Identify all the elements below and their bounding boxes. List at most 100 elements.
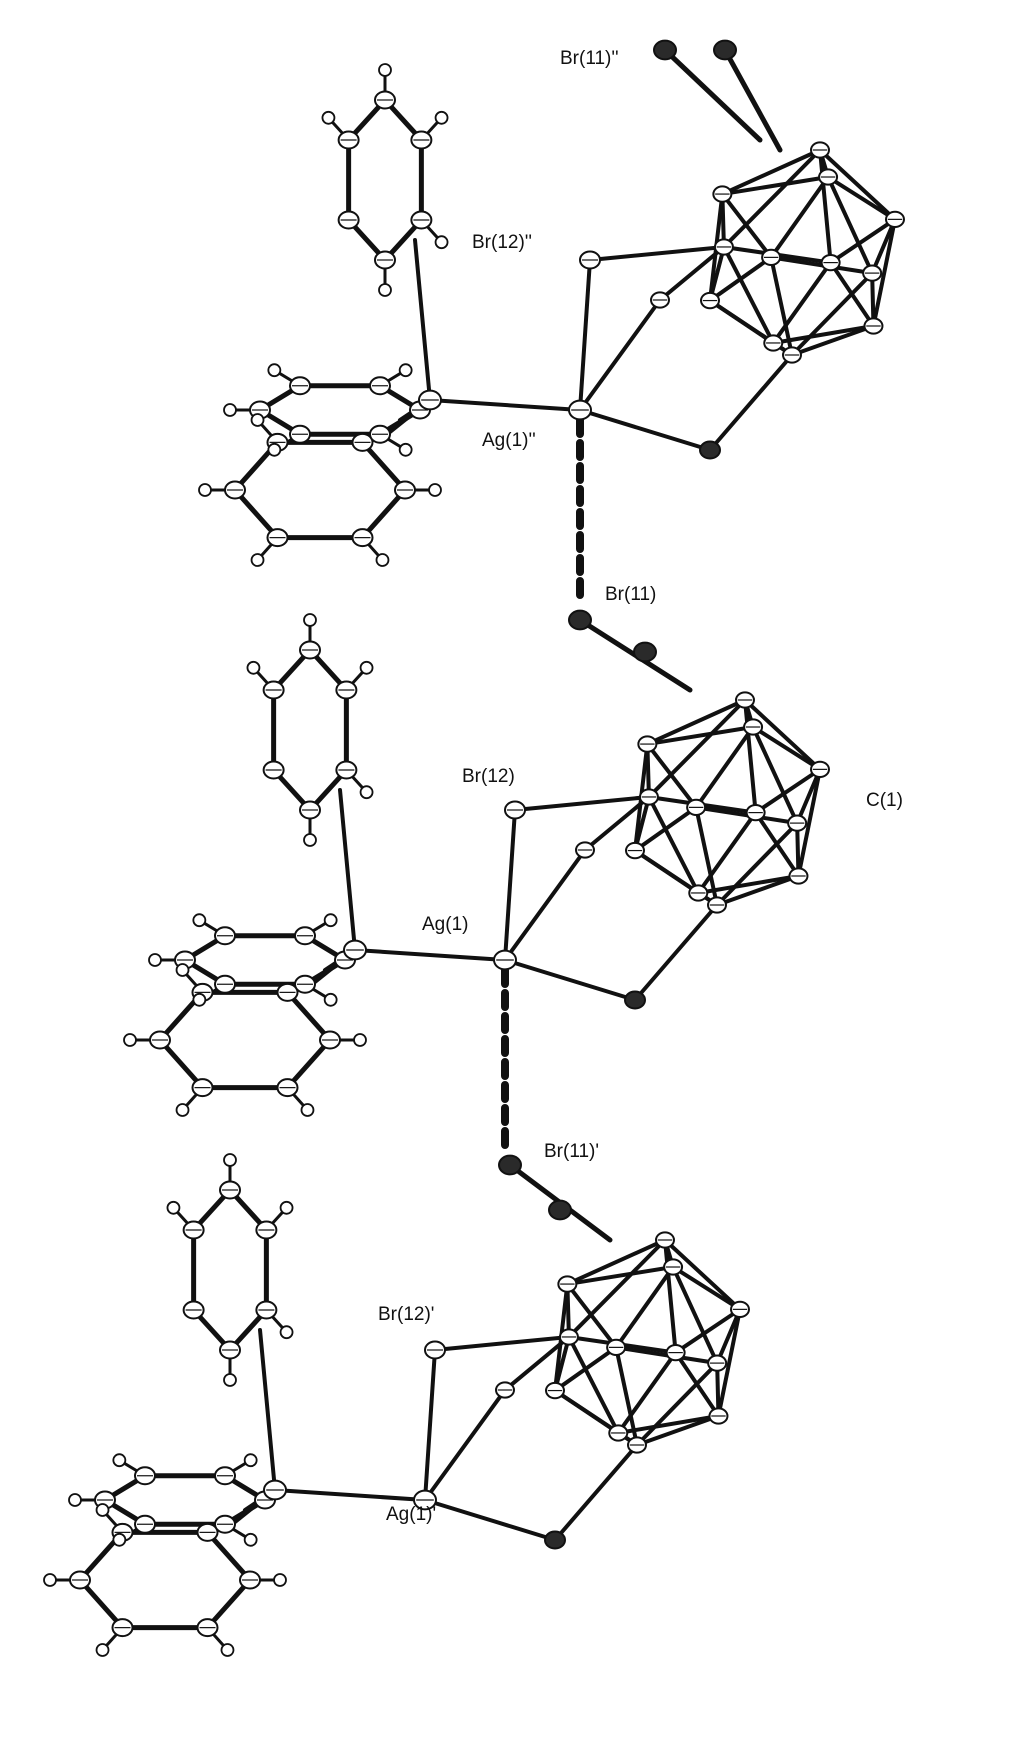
unit-top-cage-ur-0 [826, 175, 897, 222]
unit-bottom-ring1-hydrogen-2 [166, 1200, 181, 1215]
unit-top-cage-ur-1 [828, 217, 897, 265]
unit-top-ag-br12-bond [578, 258, 592, 412]
unit-middle-ag-b1-bond [503, 848, 587, 962]
unit-middle-ring2-hydrogen-2 [175, 1103, 190, 1117]
unit-top-cage-ur-4 [720, 175, 831, 197]
label-ag1-double-prime: Ag(1)'' [482, 430, 536, 451]
unit-bottom-ring2-hydrogen-4 [95, 1503, 110, 1517]
unit-top-cage-z1-1 [871, 217, 897, 328]
unit-top-ag-p-bond [428, 398, 582, 412]
unit-top-ring3-hydrogen-5 [398, 363, 413, 378]
unit-bottom-ag-b1-bond [423, 1388, 507, 1502]
unit-bottom-ring1-hydrogen-3 [223, 1153, 237, 1167]
unit-bottom-cage-z1-1 [716, 1307, 742, 1418]
unit-bottom-cage-top-2 [663, 1238, 678, 1355]
unit-top-cage-z2-4 [769, 175, 831, 260]
unit-bottom-p-ring1-bond [258, 1328, 277, 1492]
unit-middle-ring3-hydrogen-5 [323, 913, 338, 928]
unit-middle-ring2-hydrogen-3 [123, 1033, 137, 1047]
unit-top-b2-atom [699, 440, 721, 460]
unit-top-ring3-hydrogen-4 [267, 363, 282, 378]
unit-bottom-ring2-bond-0 [205, 1577, 253, 1631]
unit-top-ring2-hydrogen-4 [250, 413, 265, 427]
unit-middle-cage-bot-1 [715, 873, 801, 907]
unit-top-cage-top-4 [720, 148, 822, 197]
unit-bottom-ag-b2-bond [423, 1498, 557, 1542]
unit-bottom-b2-cage-bond [553, 1443, 639, 1542]
unit-top-br11-cage-bond [662, 47, 763, 143]
unit-top-cage-lr-3 [708, 255, 774, 303]
unit-bottom-br11-atom [498, 1154, 522, 1176]
unit-top-cage-top-2 [818, 148, 833, 265]
unit-bottom-cage-top-4 [565, 1238, 667, 1287]
unit-bottom-extra-br-atom [548, 1199, 572, 1221]
unit-middle-ring1-hydrogen-5 [359, 785, 374, 800]
unit-middle-ring2-hydrogen-1 [300, 1103, 315, 1117]
unit-middle-cage-z1-4 [645, 742, 699, 810]
atom-layer [69, 39, 905, 1638]
unit-bottom-cage-lr-3 [553, 1345, 619, 1393]
unit-middle-cage-top-2 [743, 698, 758, 815]
label-br11: Br(11) [605, 584, 656, 605]
unit-bottom-b2-atom [544, 1530, 566, 1550]
unit-top-cage-bot-0 [790, 271, 875, 357]
unit-middle-cage-lr-3 [633, 805, 699, 853]
unit-top-ring3-hydrogen-1 [398, 442, 413, 457]
unit-top-ring2-hydrogen-2 [250, 553, 265, 567]
unit-middle-ag-b2-bond [503, 958, 637, 1002]
unit-middle-ring3-hydrogen-2 [192, 992, 207, 1007]
unit-bottom-ring3-hydrogen-1 [243, 1532, 258, 1547]
unit-bottom-ring2-bond-5 [205, 1529, 253, 1583]
unit-middle-b2-cage-bond [633, 903, 719, 1002]
unit-middle-br11-atom [568, 609, 592, 631]
unit-bottom-cage-z1-0 [671, 1265, 720, 1366]
unit-top-ring1-hydrogen-2 [321, 110, 336, 125]
unit-top-ag-b2-bond [578, 408, 712, 452]
unit-bottom-ring3-hydrogen-2 [112, 1532, 127, 1547]
unit-top-ring2-hydrogen-1 [375, 553, 390, 567]
unit-top-ring1-hydrogen-4 [434, 110, 449, 125]
unit-bottom-cage-top-1 [663, 1238, 742, 1312]
unit-top-cage-z2-2 [721, 244, 776, 345]
label-br12-prime: Br(12)' [378, 1304, 434, 1325]
label-c1: C(1) [866, 790, 903, 811]
unit-middle-ring3-hydrogen-3 [148, 953, 162, 967]
unit-middle-cage-z2-2 [646, 794, 701, 895]
unit-top-extra-br-atom [713, 39, 737, 61]
label-br12: Br(12) [462, 766, 515, 787]
unit-middle-ring2-hydrogen-0 [353, 1033, 367, 1047]
unit-top-br11-atom [653, 39, 677, 61]
unit-middle-ring2-bond-2 [157, 1037, 205, 1091]
unit-middle-b1-cage-bond [583, 794, 651, 852]
unit-middle-extra-br-atom [633, 641, 657, 663]
unit-bottom-cage-bot-0 [635, 1361, 720, 1447]
unit-middle-cage-z2-1 [753, 810, 801, 878]
unit-bottom-cage-z2-4 [614, 1265, 676, 1350]
unit-bottom-cage-ur-1 [673, 1307, 742, 1355]
unit-bottom-ring1-hydrogen-4 [279, 1200, 294, 1215]
unit-top-cage-z2-1 [828, 260, 876, 328]
label-br11-prime: Br(11)' [544, 1141, 599, 1162]
unit-bottom-ring3-hydrogen-3 [68, 1493, 82, 1507]
unit-top-cage-z1-2 [771, 260, 833, 345]
unit-top-ring1-hydrogen-0 [378, 283, 392, 297]
unit-middle-ring2-bond-5 [285, 989, 333, 1043]
unit-bottom-cage-bot-1 [635, 1413, 721, 1447]
unit-middle-p-ring1-bond [338, 788, 357, 952]
hydrogen-bond-layer [501, 416, 584, 1154]
unit-bottom-ring2-bond-2 [77, 1577, 125, 1631]
unit-top-extra-br-bond [722, 47, 783, 153]
unit-top-cage-bot-4 [769, 255, 794, 357]
unit-middle-cage-bot-0 [715, 821, 800, 907]
bond-layer [48, 47, 897, 1652]
label-br12-double-prime: Br(12)'' [472, 232, 532, 253]
unit-middle-cage-top-3 [646, 698, 747, 799]
unit-bottom-cage-z1-2 [616, 1350, 678, 1435]
unit-top-cage-top-3 [721, 148, 822, 249]
unit-middle-cage-ur-0 [751, 725, 822, 772]
unit-top-cage-bot-1 [790, 323, 876, 357]
label-ag1-prime: Ag(1)' [386, 1504, 436, 1525]
unit-bottom-cage-z2-1 [673, 1350, 721, 1418]
